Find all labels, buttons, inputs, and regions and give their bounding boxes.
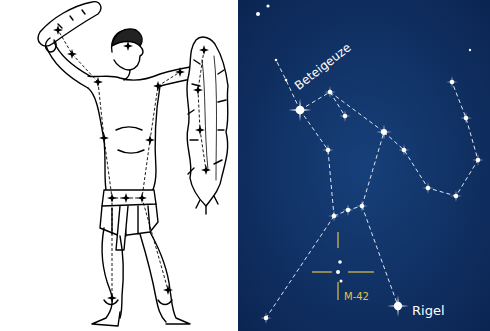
hunter-figure [38,2,228,326]
m42-marker [312,232,374,300]
stars [256,4,484,324]
sky-panel [238,0,490,331]
star-name: Rigel [412,304,445,317]
constellation-lines [266,60,478,318]
object-label: M-42 [344,292,369,302]
